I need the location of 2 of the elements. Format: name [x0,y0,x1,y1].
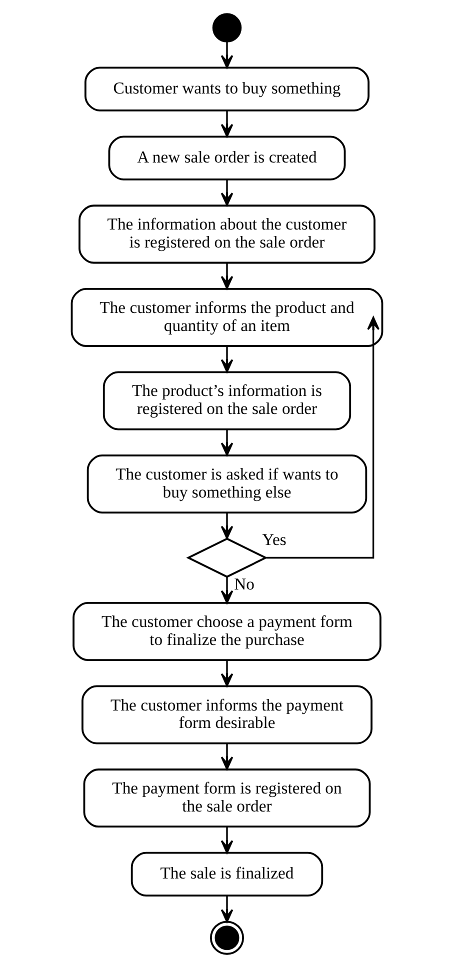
edge-label: Yes [262,530,286,549]
edge-label: No [234,574,254,594]
